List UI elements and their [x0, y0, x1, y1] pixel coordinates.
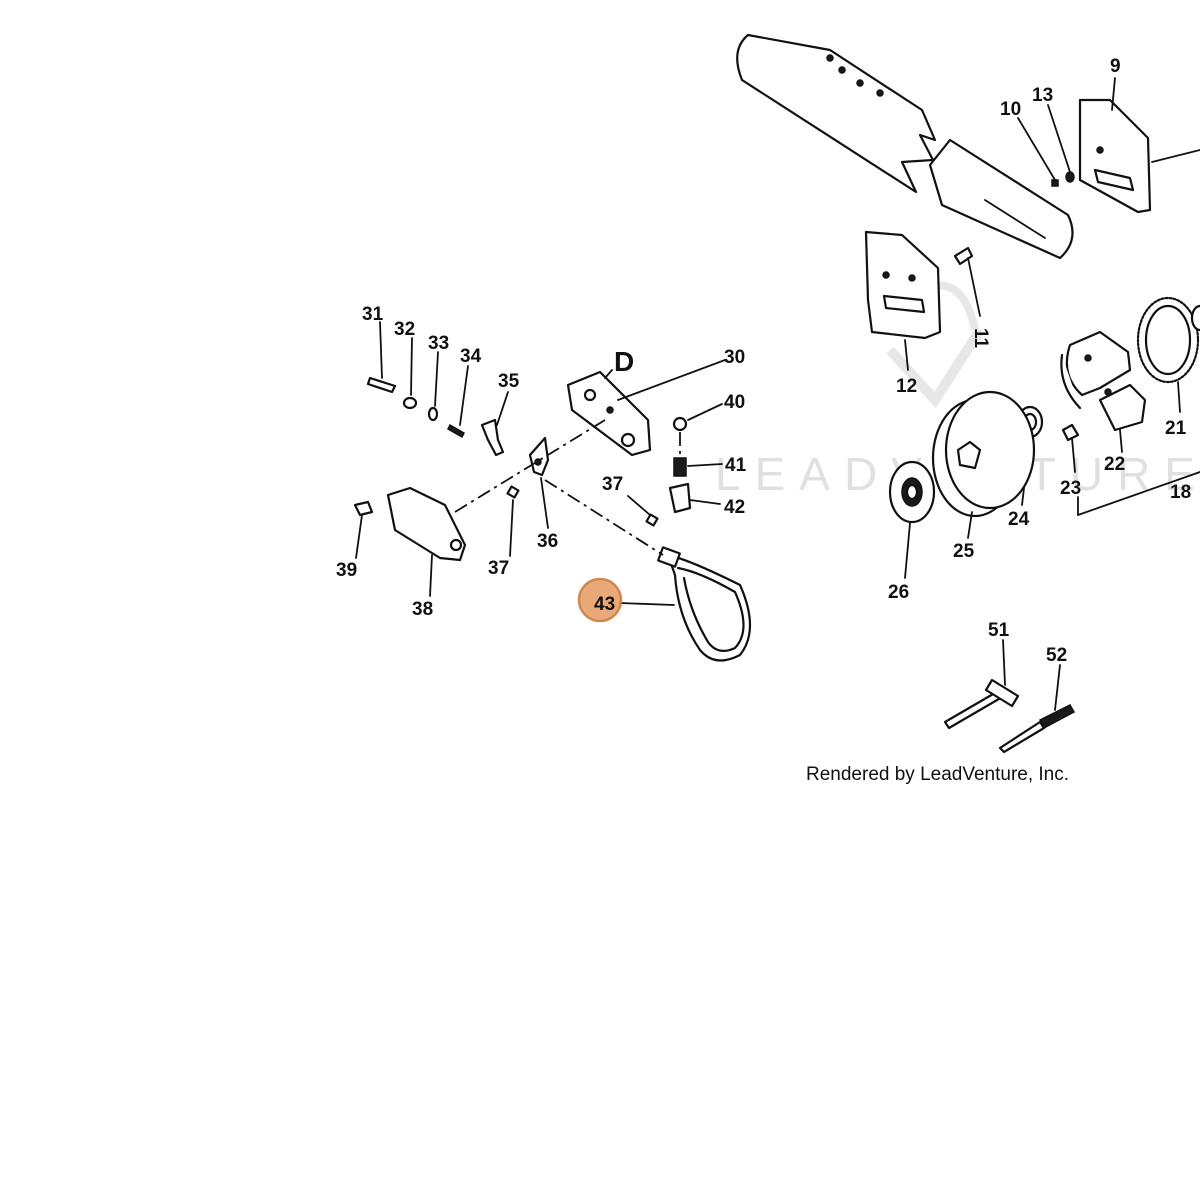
callout-32[interactable]: 32: [394, 319, 415, 340]
part-39-bolt[interactable]: [353, 500, 374, 559]
callout-24[interactable]: 24: [1008, 509, 1030, 530]
part-43-brake-band[interactable]: [619, 546, 751, 662]
callout-38[interactable]: 38: [412, 599, 433, 620]
part-9-side-plate[interactable]: [1078, 98, 1200, 214]
part-51-wrench[interactable]: [943, 639, 1020, 730]
part-43-highlight[interactable]: [577, 577, 623, 623]
callout-25[interactable]: 25: [953, 541, 975, 562]
part-26-rim-sprocket[interactable]: [888, 460, 936, 579]
callout-18[interactable]: 18: [1170, 482, 1191, 503]
callout-22[interactable]: 22: [1104, 454, 1125, 475]
part-37-pin-right[interactable]: [627, 495, 659, 527]
callout-37-left[interactable]: 37: [488, 558, 509, 579]
callout-52[interactable]: 52: [1046, 645, 1067, 666]
callout-21[interactable]: 21: [1165, 418, 1187, 439]
callout-43[interactable]: 43: [594, 594, 615, 615]
part-12-side-plate[interactable]: [864, 230, 942, 371]
callout-35[interactable]: 35: [498, 371, 520, 392]
part-13-washer[interactable]: [1047, 104, 1075, 183]
callout-33[interactable]: 33: [428, 333, 449, 354]
callout-23[interactable]: 23: [1060, 478, 1081, 499]
part-30-brake-housing[interactable]: [566, 359, 726, 457]
callout-36[interactable]: 36: [537, 531, 558, 552]
part-31-bolt[interactable]: [366, 321, 397, 394]
part-40-cap[interactable]: [672, 403, 723, 432]
callout-10[interactable]: 10: [1000, 99, 1021, 120]
callout-34[interactable]: 34: [460, 346, 482, 367]
callout-26[interactable]: 26: [888, 582, 909, 603]
callout-12[interactable]: 12: [896, 376, 917, 397]
part-35-lever[interactable]: [480, 391, 509, 457]
part-41-spring[interactable]: [673, 457, 723, 477]
part-37-pin-left[interactable]: [506, 485, 520, 557]
callout-9[interactable]: 9: [1110, 56, 1121, 77]
callout-31[interactable]: 31: [362, 304, 384, 325]
callout-42[interactable]: 42: [724, 497, 745, 518]
part-34-spring[interactable]: [447, 365, 469, 439]
part-11-bolt[interactable]: [953, 246, 981, 317]
callout-39[interactable]: 39: [336, 560, 357, 581]
callout-40[interactable]: 40: [724, 392, 745, 413]
guide-bar[interactable]: [736, 33, 1074, 260]
assembly-lines: [454, 419, 681, 556]
callout-41[interactable]: 41: [725, 455, 747, 476]
part-edge-washer: [1190, 304, 1200, 332]
credit-text: Rendered by LeadVenture, Inc.: [806, 764, 1069, 785]
callout-11[interactable]: 11: [970, 328, 991, 349]
part-32-nut[interactable]: [402, 337, 418, 410]
assembly-d-leader: [604, 369, 613, 379]
part-10-bolt[interactable]: [1017, 117, 1059, 187]
part-52-screwdriver[interactable]: [998, 664, 1076, 754]
part-42-holder[interactable]: [668, 482, 721, 514]
assembly-label-d: D: [614, 346, 634, 377]
callout-13[interactable]: 13: [1032, 85, 1053, 106]
part-25-clutch-drum[interactable]: [931, 390, 1036, 539]
callout-37-right[interactable]: 37: [602, 474, 623, 495]
callout-51[interactable]: 51: [988, 620, 1010, 641]
part-38-cover-plate[interactable]: [386, 486, 467, 597]
part-21-clutch-drum-ring[interactable]: [1136, 296, 1200, 413]
part-33-washer[interactable]: [427, 351, 439, 422]
callout-30[interactable]: 30: [724, 347, 745, 368]
part-36-brake-link[interactable]: [528, 436, 550, 529]
part-23-bolt[interactable]: [1061, 423, 1080, 473]
bracket-line: [1077, 471, 1200, 516]
part-22-clutch-shoes[interactable]: [1060, 330, 1147, 453]
